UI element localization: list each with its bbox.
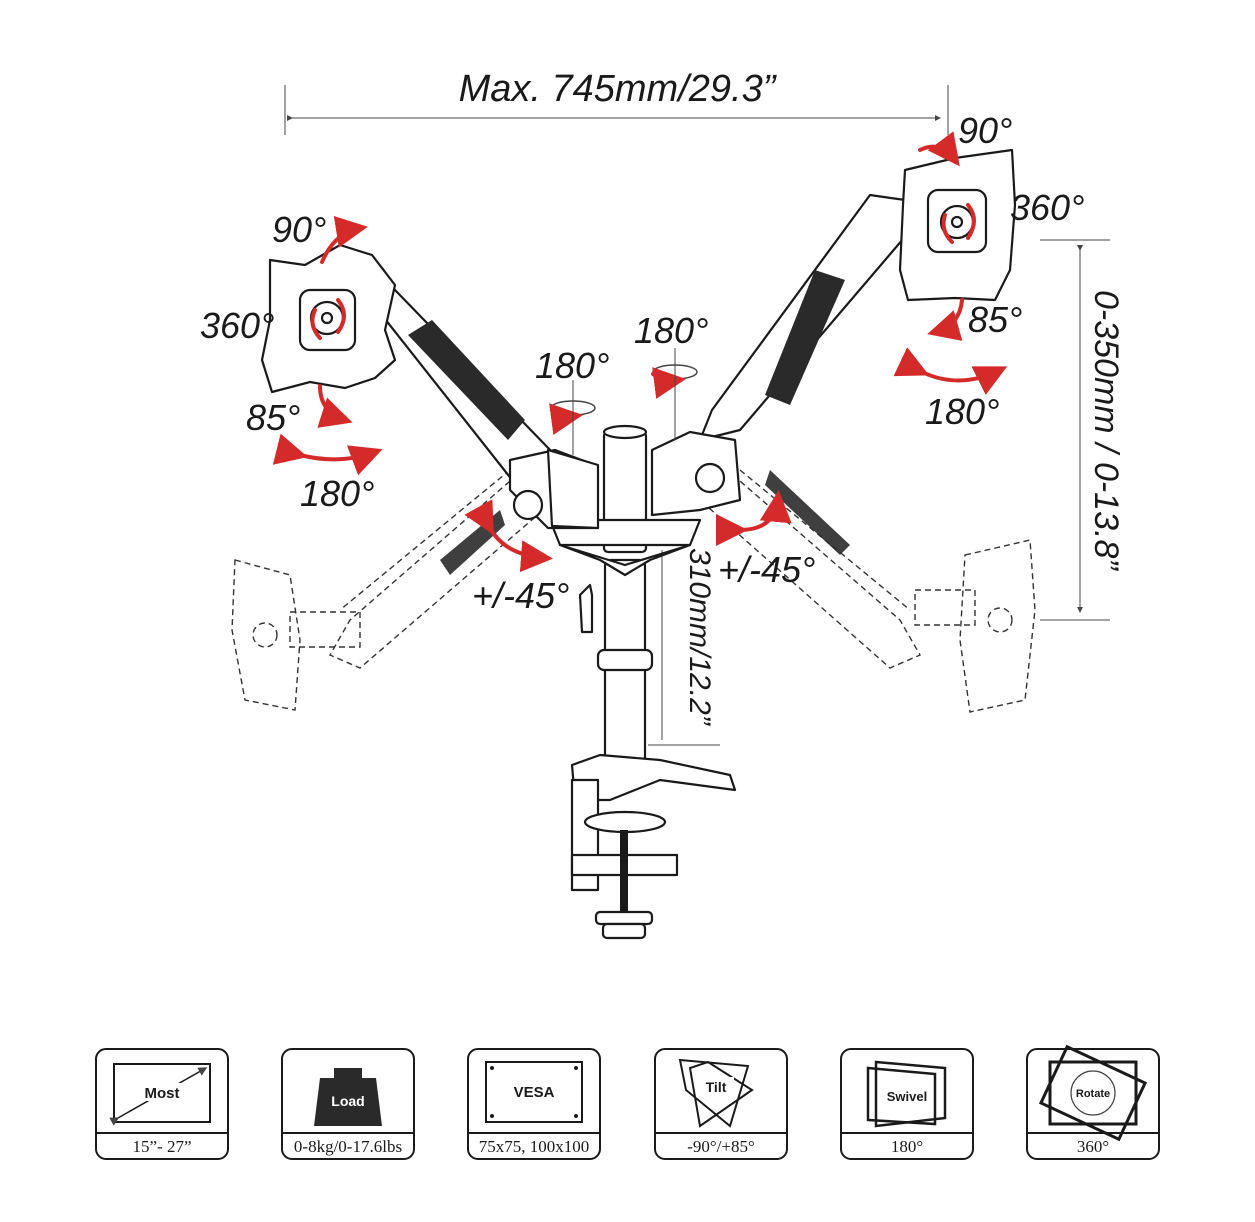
right-arm-labels: 90° 360° 85° 180° 180° +/-45° (634, 110, 1084, 590)
rotate-icon-text: Rotate (1076, 1088, 1110, 1100)
right-arm-angle-label: +/-45° (718, 549, 815, 590)
spec-icons: Most 15”- 27” Load 0-8kg/0-17.6lbs VESA … (95, 1044, 1160, 1160)
right-tilt-down-label: 85° (968, 299, 1022, 340)
tilt-icon: Tilt -90°/+85° (654, 1048, 788, 1160)
left-arm-angle-label: +/-45° (472, 575, 569, 616)
screen-size-icon-text: Most (145, 1085, 180, 1102)
left-swivel-label: 180° (300, 473, 374, 514)
left-joint-swivel-label: 180° (535, 345, 609, 386)
screen-size-icon: Most 15”- 27” (95, 1048, 229, 1160)
pole-dimension: 310mm/12.2” (648, 548, 720, 746)
height-dimension: 0-350mm / 0-13.8” (1040, 239, 1125, 621)
tilt-caption: -90°/+85° (687, 1137, 755, 1156)
right-arm (650, 148, 1017, 517)
swivel-caption: 180° (891, 1137, 923, 1156)
right-rotate-label: 360° (1010, 187, 1084, 228)
width-dimension: Max. 745mm/29.3” (284, 68, 949, 135)
screen-size-caption: 15”- 27” (132, 1137, 191, 1156)
tilt-icon-text: Tilt (706, 1079, 727, 1095)
left-rotate-label: 360° (200, 305, 274, 346)
desk-clamp (570, 558, 737, 940)
vesa-icon-text: VESA (514, 1084, 555, 1101)
swivel-icon-text: Swivel (887, 1089, 927, 1104)
load-icon-text: Load (331, 1093, 364, 1109)
right-tilt-up-label: 90° (958, 110, 1012, 151)
load-icon: Load 0-8kg/0-17.6lbs (281, 1048, 415, 1160)
vesa-icon: VESA 75x75, 100x100 (467, 1048, 601, 1160)
left-tilt-down-label: 85° (246, 397, 300, 438)
height-label: 0-350mm / 0-13.8” (1087, 290, 1125, 571)
motion-arrows (272, 131, 1008, 573)
left-tilt-up-label: 90° (272, 209, 326, 250)
vesa-caption: 75x75, 100x100 (479, 1137, 590, 1156)
pole-label: 310mm/12.2” (683, 548, 716, 727)
load-caption: 0-8kg/0-17.6lbs (294, 1137, 402, 1156)
rotate-caption: 360° (1077, 1137, 1109, 1156)
rotate-icon: Rotate 360° (1026, 1044, 1160, 1160)
left-arm-labels: 90° 360° 85° 180° 180° +/-45° (200, 209, 609, 616)
right-joint-swivel-label: 180° (634, 310, 708, 351)
width-label: Max. 745mm/29.3” (459, 68, 778, 110)
left-arm (260, 243, 600, 530)
right-swivel-label: 180° (925, 391, 999, 432)
swivel-icon: Swivel 180° (840, 1048, 974, 1160)
